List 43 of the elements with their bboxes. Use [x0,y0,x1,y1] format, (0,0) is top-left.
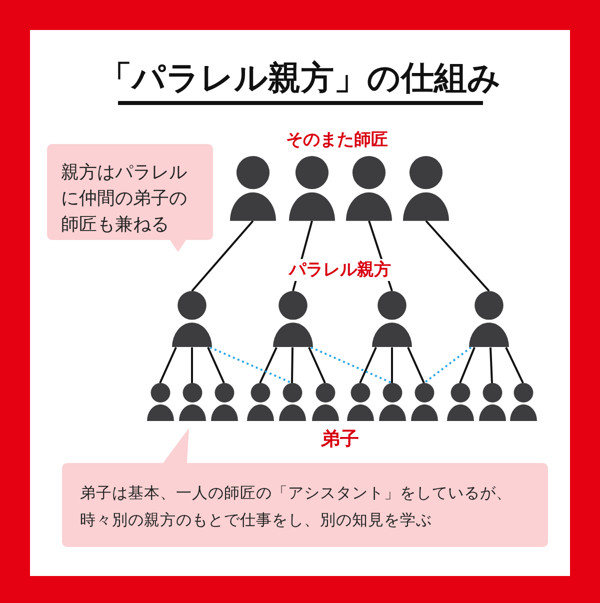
person-icon [172,291,212,348]
person-icon [230,156,276,221]
connector-line [159,346,177,384]
connector-line [490,347,493,384]
person-icon [403,156,449,221]
connector-line [259,346,278,384]
person-icon [510,383,536,422]
person-icon [469,291,509,348]
connector-line [207,346,225,384]
person-icon [210,383,238,422]
person-icon [312,383,338,422]
title: 「パラレル親方」の仕組み [99,57,501,99]
person-icon [146,383,174,422]
connector-line [359,346,377,384]
person-icon [346,156,392,221]
dotted-line [310,346,392,384]
speech-bubble [62,428,548,547]
connector-line [425,220,490,292]
person-icon [273,291,313,348]
connector-line [391,347,393,383]
person-icon [246,383,274,422]
connector-line [191,220,254,292]
connector-line [291,347,294,384]
person-icon [178,383,206,422]
person-icon [278,383,306,422]
dotted-line [423,346,472,384]
person-icon [478,383,506,422]
person-icon [289,156,335,221]
person-icon [372,291,412,348]
person-icon [346,383,374,422]
person-icon [378,383,406,422]
speech-bubble [47,144,213,252]
connector-line [191,347,193,383]
person-icon [446,383,474,422]
callout-text: 弟子は基本、一人の師匠の「アシスタント」をしているが、時々別の親方のもとで仕事をし、別の知見を学ぶ [79,483,513,531]
connector-line [308,346,326,384]
callout-text: 親方はパラレルに仲間の弟子の師匠も兼ねる [60,161,188,237]
group-label: パラレル親方 [286,259,394,281]
dotted-line [210,346,292,384]
person-icon [410,383,438,422]
connector-line [459,347,476,384]
connector-line [505,346,524,384]
connector-line [407,346,425,384]
